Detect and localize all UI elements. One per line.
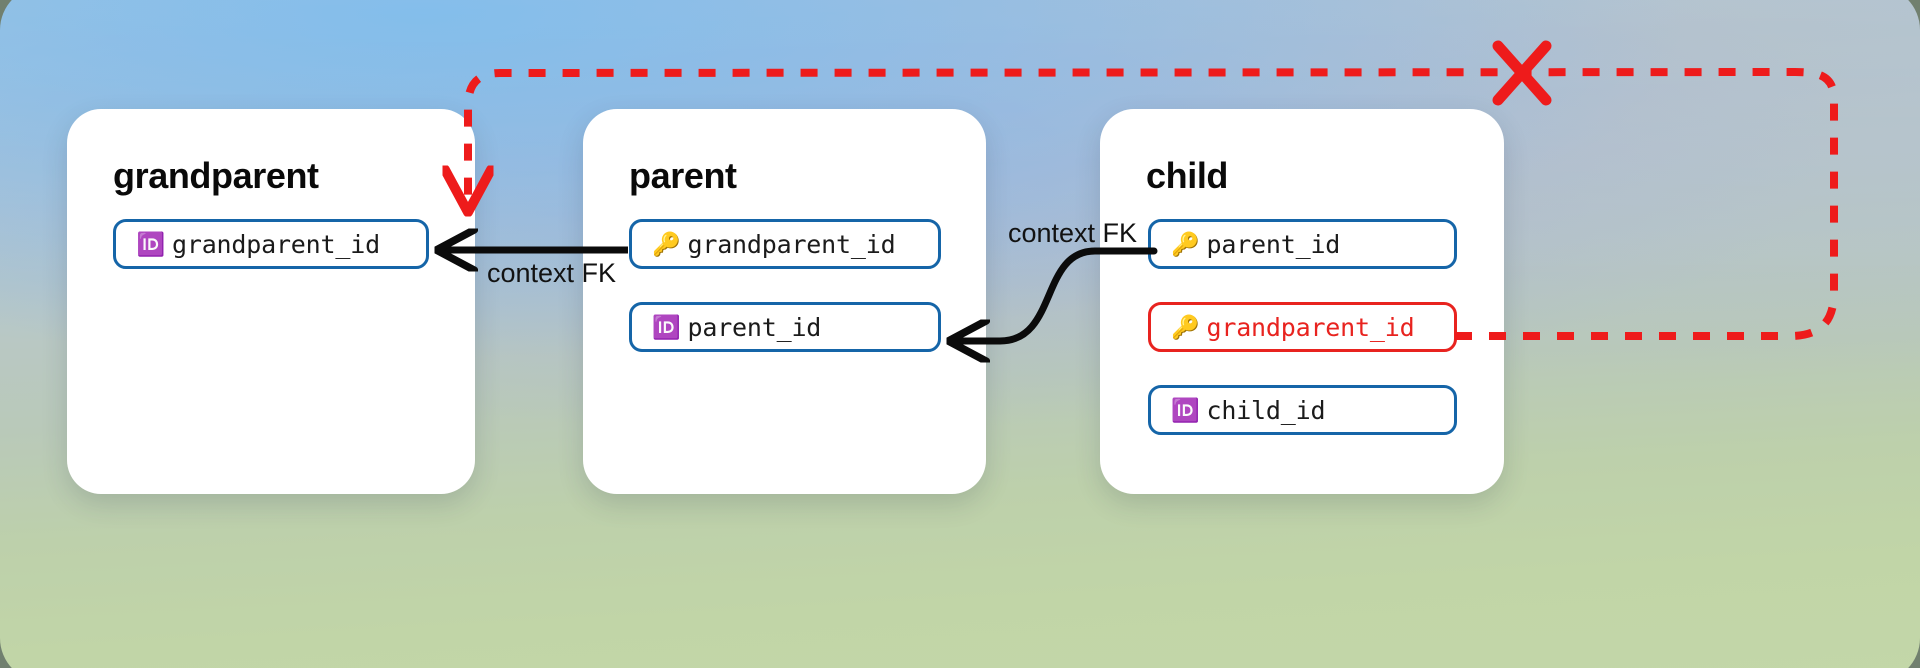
key-icon: 🔑 <box>1171 313 1200 340</box>
field-label: parent_id <box>1206 229 1341 259</box>
field-row[interactable]: 🔑 grandparent_id <box>628 219 941 269</box>
field-row-invalid[interactable]: 🔑 grandparent_id <box>1147 302 1457 352</box>
table-title: parent <box>629 155 737 196</box>
table-card-parent[interactable]: parent 🔑 grandparent_id 🆔 parent_id <box>583 109 986 494</box>
edge-label-context-fk-grandparent: context FK <box>487 258 617 288</box>
field-label: grandparent_id <box>687 229 896 259</box>
key-icon: 🔑 <box>1171 230 1200 257</box>
field-row[interactable]: 🔑 parent_id <box>1147 219 1457 269</box>
key-icon: 🔑 <box>652 230 681 257</box>
field-row[interactable]: 🆔 grandparent_id <box>113 219 429 269</box>
id-badge-icon: 🆔 <box>652 313 681 340</box>
table-card-grandparent[interactable]: grandparent 🆔 grandparent_id <box>67 109 475 494</box>
id-badge-icon: 🆔 <box>136 230 166 257</box>
table-card-child[interactable]: child 🔑 parent_id 🔑 grandparent_id 🆔 chi… <box>1100 109 1504 494</box>
field-list: 🔑 grandparent_id 🆔 parent_id <box>583 219 986 385</box>
table-title: grandparent <box>113 155 319 196</box>
field-row[interactable]: 🆔 parent_id <box>628 302 941 352</box>
field-list: 🔑 parent_id 🔑 grandparent_id 🆔 child_id <box>1100 219 1504 468</box>
field-label: parent_id <box>687 312 822 342</box>
field-label: grandparent_id <box>172 229 380 259</box>
field-row[interactable]: 🆔 child_id <box>1147 385 1457 435</box>
field-label: grandparent_id <box>1206 312 1415 342</box>
field-label: child_id <box>1206 395 1326 425</box>
table-title: child <box>1146 155 1229 196</box>
id-badge-icon: 🆔 <box>1171 396 1200 423</box>
edge-label-context-fk-parent: context FK <box>1008 218 1138 248</box>
field-list: 🆔 grandparent_id <box>67 219 475 302</box>
